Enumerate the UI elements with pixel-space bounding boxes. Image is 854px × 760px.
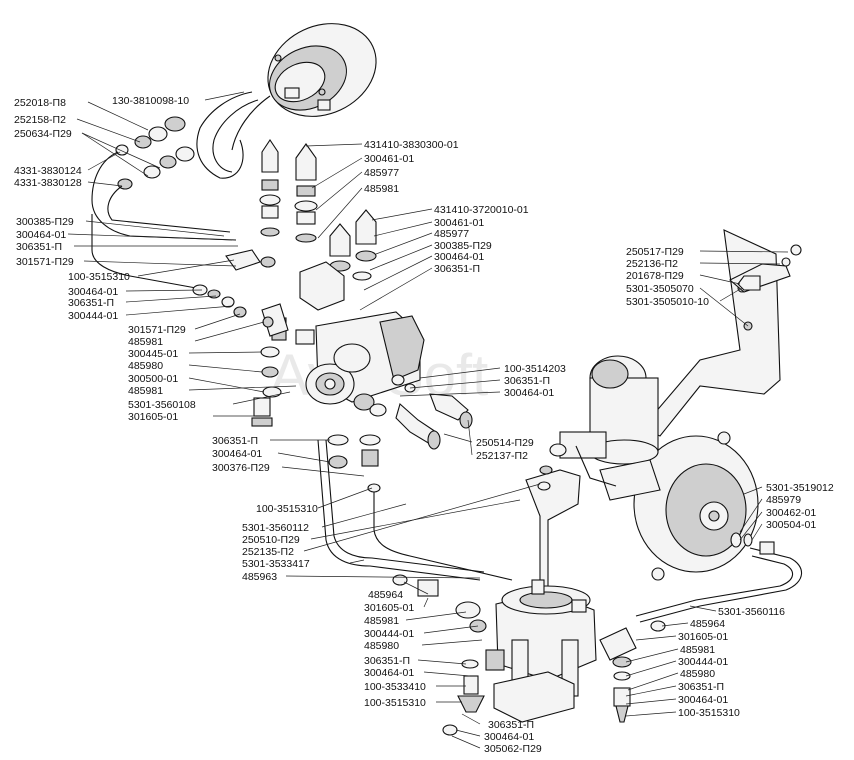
part-label: 485980: [128, 360, 163, 372]
part-label: 306351-П: [678, 681, 724, 693]
part-label: 300500-01: [128, 373, 178, 385]
part-label: 300464-01: [504, 387, 554, 399]
part-label: 5301-3560112: [242, 522, 309, 534]
parts-drawing: [91, 23, 803, 736]
part-label: 485981: [364, 183, 399, 195]
part-label: 485979: [766, 494, 801, 506]
part-label: 5301-3533417: [242, 558, 310, 570]
part-label: 306351-П: [364, 655, 410, 667]
part-label: 300464-01: [434, 251, 484, 263]
part-label: 485981: [364, 615, 399, 627]
part-label: 252158-П2: [14, 114, 66, 126]
valve-right-fittings: [391, 374, 473, 450]
part-label: 300444-01: [678, 656, 728, 668]
part-label: 485981: [680, 644, 715, 656]
part-label: 100-3515310: [68, 271, 130, 283]
part-label: 4331-3830128: [14, 177, 82, 189]
part-label: 100-3533410: [364, 681, 426, 693]
part-label: 485964: [368, 589, 403, 601]
part-label: 252018-П8: [14, 97, 66, 109]
part-label: 252136-П2: [626, 258, 678, 270]
valve-lower-fittings: [327, 434, 381, 493]
part-label: 306351-П: [212, 435, 258, 447]
left-lower-fittings: [192, 249, 289, 427]
part-label: 300464-01: [364, 667, 414, 679]
part-label: 485981: [128, 385, 163, 397]
part-label: 305062-П29: [484, 743, 542, 755]
part-label: 306351-П: [434, 263, 480, 275]
part-label: 300445-01: [128, 348, 178, 360]
part-label: 301571-П29: [16, 256, 74, 268]
part-label: 252137-П2: [476, 450, 528, 462]
part-label: 301571-П29: [128, 324, 186, 336]
leader-lines-left: [67, 91, 541, 749]
leader-lines-right: [305, 143, 789, 717]
part-label: 485980: [680, 668, 715, 680]
part-label: 301605-01: [364, 602, 414, 614]
part-label: 300385-П29: [434, 240, 492, 252]
part-label: 485977: [434, 228, 469, 240]
part-label: 485981: [128, 336, 163, 348]
part-label: 300462-01: [766, 507, 816, 519]
valve-fitting-stack-2: [294, 143, 318, 243]
fluid-reservoir: [559, 355, 661, 501]
valve-fitting-stack-3: [329, 209, 377, 281]
part-label: 130-3810098-10: [112, 95, 189, 107]
brake-chamber: [633, 431, 759, 581]
part-label: 252135-П2: [242, 546, 294, 558]
relay-right-fittings: [599, 620, 666, 723]
part-label: 100-3515310: [256, 503, 318, 515]
part-label: 300464-01: [484, 731, 534, 743]
part-label: 300464-01: [16, 229, 66, 241]
part-label: 201678-П29: [626, 270, 684, 282]
part-label: 485977: [364, 167, 399, 179]
part-label: 300376-П29: [212, 462, 270, 474]
part-label: 5301-3505010-10: [626, 296, 709, 308]
part-label: 5301-3560116: [718, 606, 785, 618]
part-label: 306351-П: [488, 719, 534, 731]
part-label: 300464-01: [212, 448, 262, 460]
part-label: 300504-01: [766, 519, 816, 531]
part-label: 301605-01: [678, 631, 728, 643]
part-label: 431410-3830300-01: [364, 139, 459, 151]
part-label: 300464-01: [678, 694, 728, 706]
left-fittings: [115, 116, 195, 190]
part-label: 300461-01: [434, 217, 484, 229]
part-label: 250634-П29: [14, 128, 72, 140]
part-label: 5301-3519012: [766, 482, 834, 494]
relay-valve: [485, 579, 597, 723]
labels-left: 252018-П8 130-3810098-10 252158-П2 25063…: [14, 95, 542, 755]
part-label: 431410-3720010-01: [434, 204, 529, 216]
part-label: 5301-3505070: [626, 283, 694, 295]
part-label: 300461-01: [364, 153, 414, 165]
part-label: 250517-П29: [626, 246, 684, 258]
part-label: 485963: [242, 571, 277, 583]
part-label: 300444-01: [68, 310, 118, 322]
valve-fitting-stack-1: [259, 139, 281, 237]
part-label: 5301-3560108: [128, 399, 196, 411]
part-label: 485980: [364, 640, 399, 652]
part-label: 306351-П: [68, 297, 114, 309]
part-label: 300444-01: [364, 628, 414, 640]
part-label: 306351-П: [504, 375, 550, 387]
part-label: 100-3514203: [504, 363, 566, 375]
part-label: 4331-3830124: [14, 165, 82, 177]
part-label: 301605-01: [128, 411, 178, 423]
part-label: 306351-П: [16, 241, 62, 253]
part-label: 250510-П29: [242, 534, 300, 546]
part-label: 300385-П29: [16, 216, 74, 228]
pressure-gauge: [267, 23, 377, 117]
part-label: 300464-01: [68, 286, 118, 298]
part-label: 485964: [690, 618, 725, 630]
labels-right: 431410-3830300-01 300461-01 485977 48598…: [364, 139, 834, 719]
part-label: 250514-П29: [476, 437, 534, 449]
part-label: 100-3515310: [364, 697, 426, 709]
part-label: 100-3515310: [678, 707, 740, 719]
